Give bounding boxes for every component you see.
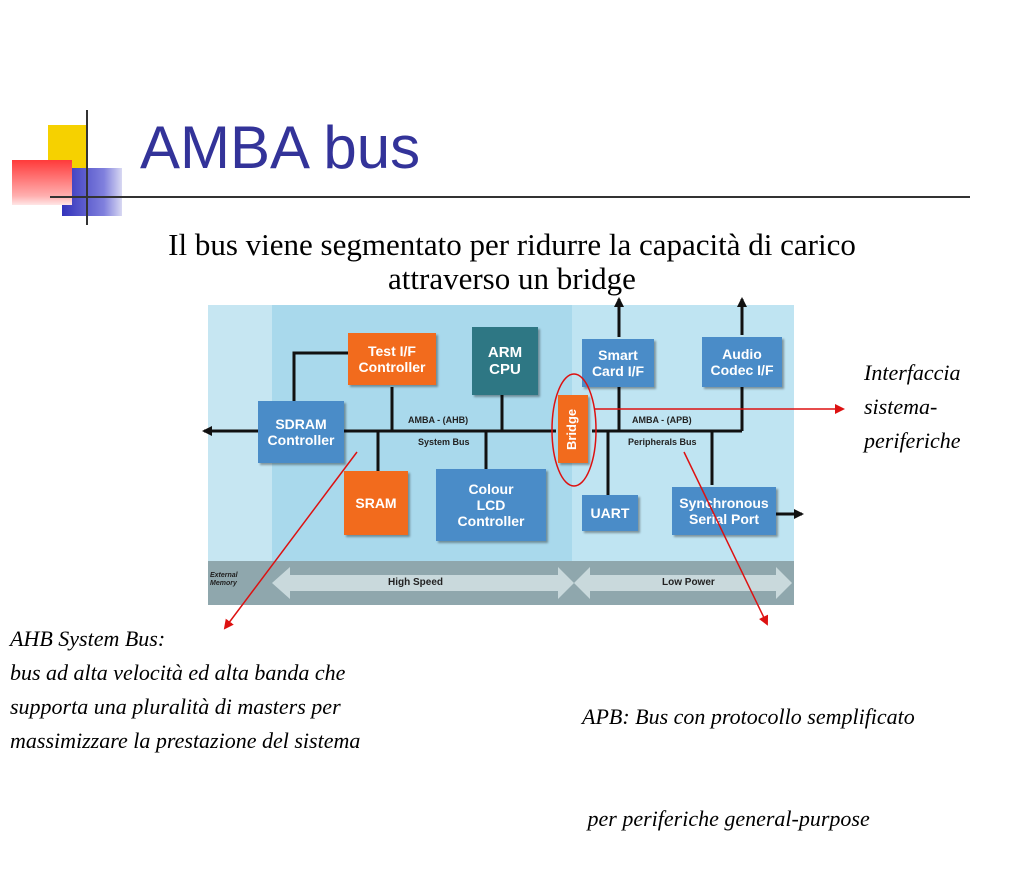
apb-bus-sub: Peripherals Bus xyxy=(628,437,697,447)
test-if-link xyxy=(292,351,350,403)
high-speed-label: High Speed xyxy=(388,577,444,588)
title-divider xyxy=(50,196,970,198)
audio-codec-if-block: Audio Codec I/F xyxy=(702,337,782,387)
low-power-label: Low Power xyxy=(662,577,715,588)
high-speed-arrow xyxy=(272,567,574,599)
slide-subtitle: Il bus viene segmentato per ridurre la c… xyxy=(20,228,1004,296)
colour-lcd-controller-block: Colour LCD Controller xyxy=(436,469,546,541)
sdram-controller-block: SDRAM Controller xyxy=(258,401,344,463)
apb-annotation-line-1: APB: Bus con protocollo semplificato xyxy=(582,704,915,729)
ahb-annotation-arrow xyxy=(223,451,358,630)
slide-title: AMBA bus xyxy=(140,114,421,181)
interface-annotation-line-1: Interfaccia xyxy=(864,360,961,385)
external-memory-label: External Memory xyxy=(210,572,238,587)
annotation-overlay xyxy=(223,373,845,630)
ahb-bus-sub: System Bus xyxy=(418,437,470,447)
ahb-annotation-line-4: massimizzare la prestazione del sistema xyxy=(10,728,361,753)
ahb-annotation-line-2: bus ad alta velocità ed alta banda che xyxy=(10,660,346,685)
amba-diagram: Test I/F Controller ARM CPU SDRAM Contro… xyxy=(196,295,816,610)
apb-annotation: APB: Bus con protocollo semplificato per… xyxy=(582,632,915,870)
bridge-block: Bridge xyxy=(558,395,588,463)
ahb-annotation: AHB System Bus: bus ad alta velocità ed … xyxy=(10,622,360,758)
ahb-annotation-line-3: supporta una pluralità di masters per xyxy=(10,694,341,719)
synchronous-serial-port-block: Synchronous Serial Port xyxy=(672,487,776,535)
subtitle-line-2: attraverso un bridge xyxy=(388,261,636,296)
apb-annotation-line-2: per periferiche general-purpose xyxy=(582,806,870,831)
ahb-bus-name: AMBA - (AHB) xyxy=(408,415,469,425)
test-if-controller-block: Test I/F Controller xyxy=(348,333,436,385)
diagram-connections xyxy=(202,297,804,599)
interface-annotation-line-3: periferiche xyxy=(864,428,961,453)
interface-annotation-line-2: sistema- xyxy=(864,394,938,419)
slide-logo xyxy=(10,110,140,230)
apb-bus-name: AMBA - (APB) xyxy=(632,415,692,425)
low-power-arrow xyxy=(574,567,792,599)
apb-annotation-arrow xyxy=(683,451,769,626)
ahb-annotation-line-1: AHB System Bus: xyxy=(10,626,166,651)
interface-annotation: Interfaccia sistema- periferiche xyxy=(864,356,961,458)
smart-card-if-block: Smart Card I/F xyxy=(582,339,654,387)
sram-block: SRAM xyxy=(344,471,408,535)
uart-block: UART xyxy=(582,495,638,531)
subtitle-line-1: Il bus viene segmentato per ridurre la c… xyxy=(168,227,856,262)
bridge-highlight-ellipse xyxy=(551,373,597,487)
arm-cpu-block: ARM CPU xyxy=(472,327,538,395)
